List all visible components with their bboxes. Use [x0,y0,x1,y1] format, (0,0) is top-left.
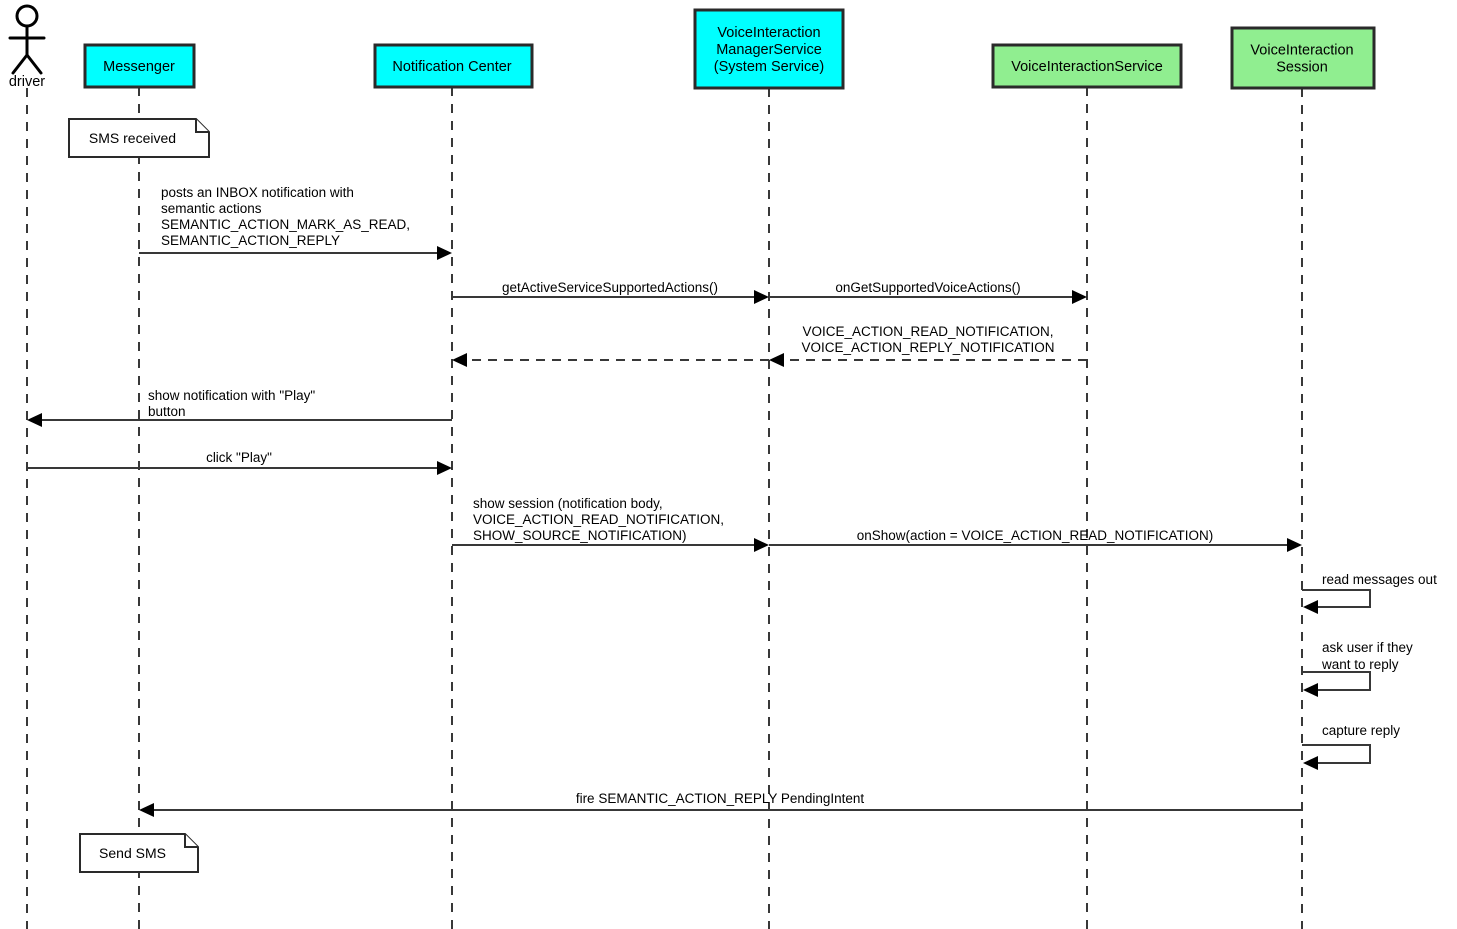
notes-layer [68,118,210,873]
participant-label-line: (System Service) [714,59,824,75]
self-message-path [1302,744,1371,764]
arrowhead-icon [452,353,467,367]
message-label-line: SHOW_SOURCE_NOTIFICATION) [473,528,687,543]
participant-label-line: Session [1276,60,1328,76]
note-text: Send SMS [99,845,166,861]
self-message-label-line: ask user if they [1322,640,1413,655]
message-label-line: SEMANTIC_ACTION_REPLY [161,233,340,248]
arrowhead-icon [754,290,769,304]
participant-box[interactable] [693,8,845,90]
participant-messenger[interactable] [83,43,196,89]
actor-head-icon [15,4,39,28]
arrowhead-icon [1072,290,1087,304]
message-msg-show-notification-play [27,413,452,427]
message-label-line: semantic actions [161,201,262,216]
message-label-line: click "Play" [206,450,272,465]
message-label-line: button [148,404,186,419]
message-label-line: SEMANTIC_ACTION_MARK_AS_READ, [161,217,410,232]
message-msg-post-notification [139,246,452,260]
self-message-label-line: want to reply [1321,657,1399,672]
self-message-path [1302,589,1371,608]
participant-box[interactable] [373,43,534,89]
note-text: SMS received [89,130,176,146]
message-msg-show-session [452,538,769,552]
message-label-line: fire SEMANTIC_ACTION_REPLY PendingIntent [576,791,865,806]
arrowhead-icon [437,246,452,260]
self-message-path [1302,671,1371,691]
self-message-label-line: capture reply [1322,723,1400,738]
message-msg-on-show [769,538,1302,552]
participant-box[interactable] [83,43,196,89]
note-note-sms-received [68,118,210,158]
participant-box[interactable] [1230,26,1376,90]
arrowhead-icon [1303,683,1318,697]
self-message-self-ask-user-reply [1302,671,1371,697]
actor-layer [8,4,46,75]
actor-leg-left-icon [11,53,29,75]
actor-leg-right-icon [25,53,43,75]
note-fold-corner [195,119,209,133]
message-msg-on-get-supported-voice-actions [769,290,1087,304]
message-label-line: posts an INBOX notification with [161,185,354,200]
participant-box[interactable] [991,43,1183,89]
participant-voice-interaction-manager-service[interactable] [693,8,845,90]
note-body [68,118,210,158]
participant-voice-interaction-service[interactable] [991,43,1183,89]
participant-label-line: VoiceInteraction [717,25,820,41]
note-note-send-sms [79,833,199,873]
self-messages-layer [1302,589,1371,770]
arrowhead-icon [1303,756,1318,770]
participant-label-line: VoiceInteraction [1250,43,1353,59]
message-msg-get-active-service-supported-actions [452,290,769,304]
participant-boxes-layer [83,8,1376,90]
message-msg-fire-reply-pending-intent [139,803,1302,817]
actor-driver[interactable] [8,4,46,75]
message-label-line: VOICE_ACTION_READ_NOTIFICATION, [473,512,724,527]
arrowhead-icon [754,538,769,552]
arrowhead-icon [1303,600,1318,614]
labels-layer: posts an INBOX notification withsemantic… [9,25,1437,861]
participant-label-line: VoiceInteractionService [1011,59,1163,75]
self-message-self-read-messages-out [1302,589,1371,614]
arrowhead-icon [139,803,154,817]
note-body [79,833,199,873]
self-message-self-capture-reply [1302,744,1371,770]
message-label-line: VOICE_ACTION_READ_NOTIFICATION, [802,324,1053,339]
participant-notification-center[interactable] [373,43,534,89]
message-label-line: show session (notification body, [473,496,663,511]
message-msg-return-actions-to-notification-center [452,353,769,367]
note-fold-corner [184,834,198,848]
participant-voice-interaction-session[interactable] [1230,26,1376,90]
message-label-line: getActiveServiceSupportedActions() [502,280,718,295]
message-label-line: VOICE_ACTION_REPLY_NOTIFICATION [801,340,1054,355]
arrowhead-icon [769,353,784,367]
messages-layer [27,246,1302,817]
participant-label-line: Notification Center [392,59,511,75]
message-msg-return-voice-actions [769,353,1087,367]
self-message-label-line: read messages out [1322,572,1437,587]
lifelines-layer [26,87,1303,929]
arrowhead-icon [437,461,452,475]
participant-label-line: ManagerService [716,42,822,58]
message-label-line: onShow(action = VOICE_ACTION_READ_NOTIFI… [857,528,1213,543]
message-label-line: onGetSupportedVoiceActions() [835,280,1020,295]
message-label-line: show notification with "Play" [148,388,315,403]
participant-label-line: Messenger [103,59,175,75]
actor-label: driver [9,74,45,90]
arrowhead-icon [1287,538,1302,552]
message-msg-click-play [27,461,452,475]
arrowhead-icon [27,413,42,427]
